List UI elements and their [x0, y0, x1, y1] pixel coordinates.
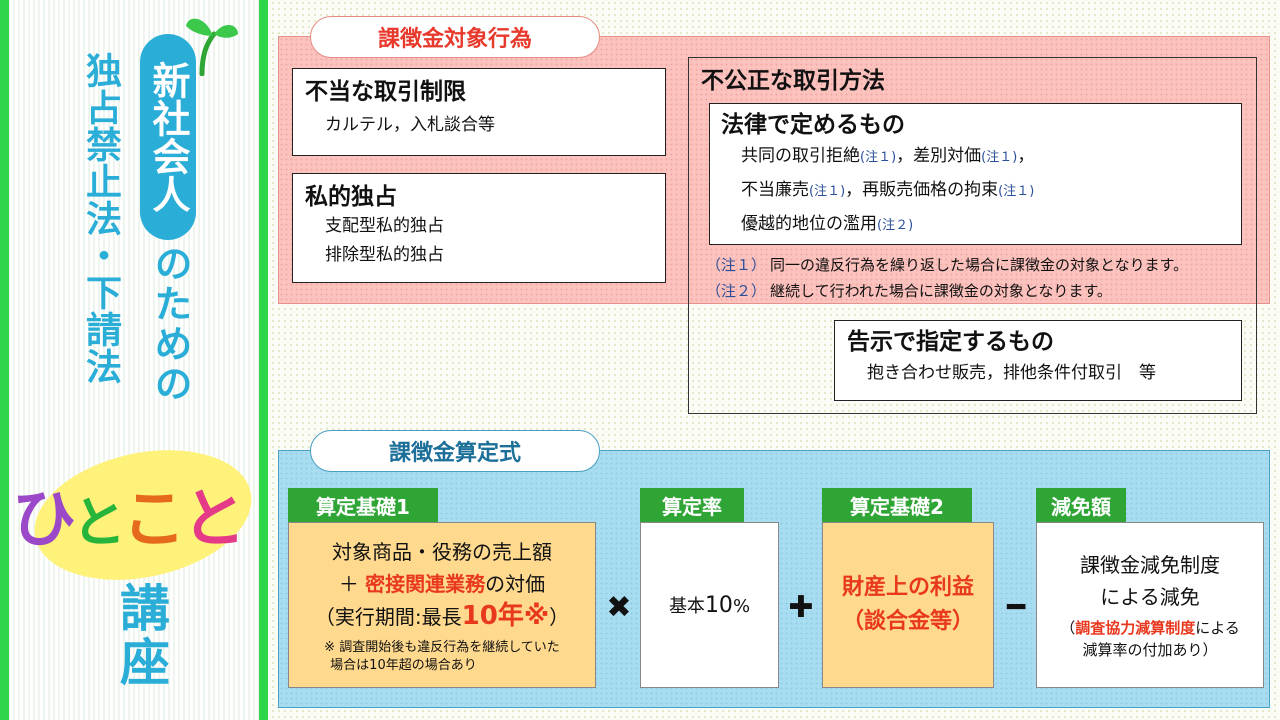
private-monopoly-line-1: 支配型私的独占 [325, 216, 444, 236]
discrimination-text: ，差別対価 [896, 146, 982, 166]
reduction-line-2: による減免 [1100, 585, 1200, 609]
calc-base-1-note-1: ※ 調査開始後も違反行為を継続していた [324, 639, 560, 655]
dumping-text: 不当廉売 [741, 180, 809, 200]
by-text: による [1195, 619, 1240, 637]
banner-for-text: のための [148, 244, 192, 404]
hitokoto-char-1: ひ [12, 483, 76, 557]
private-monopoly-heading: 私的独占 [305, 184, 397, 210]
banner-edge-right [259, 0, 268, 720]
plus-icon: ✚ [788, 590, 814, 625]
refusal-text: 共同の取引拒絶 [741, 146, 860, 166]
note-ref: (注１) [860, 150, 897, 165]
reduction-sub-line-1: （調査協力減算制度による [1060, 617, 1240, 639]
unreasonable-restraint-box: 不当な取引制限 カルテル，入札談合等 [292, 68, 666, 156]
calc-base-1-note-2: 場合は10年超の場合あり [330, 657, 477, 673]
hitokoto-char-2: と [72, 491, 126, 554]
surcharge-formula-tab: 課徴金算定式 [310, 430, 600, 472]
note-ref: (注１) [981, 150, 1018, 165]
note-ref: (注１) [998, 184, 1035, 199]
abuse-text: 優越的地位の濫用 [741, 214, 877, 234]
statutory-heading: 法律で定めるもの [721, 112, 905, 138]
private-monopoly-line-2: 排除型私的独占 [325, 245, 444, 265]
statutory-line-1: 共同の取引拒絶(注１)，差別対価(注１)， [741, 140, 1230, 174]
private-monopoly-box: 私的独占 支配型私的独占 排除型私的独占 [292, 173, 666, 283]
cooperation-system-text: 調査協力減算制度 [1075, 619, 1196, 637]
note-2-text: 継続して行われた場合に課徴金の対象となります。 [770, 282, 1112, 300]
notification-heading: 告示で指定するもの [847, 329, 1054, 355]
yellow-blob-shape [34, 450, 252, 580]
note-1-num: （注１） [706, 256, 767, 274]
paren-open-text: （ [1060, 619, 1076, 637]
unreasonable-restraint-text: カルテル，入札談合等 [325, 115, 495, 135]
note-ref: (注２) [877, 218, 914, 233]
note-1: （注１）同一の違反行為を繰り返した場合に課徴金の対象となります。 [706, 252, 1188, 278]
hitokoto-char-3: こ [122, 483, 186, 557]
paren-close-text: ） [549, 604, 570, 629]
minus-icon: ━ [1006, 590, 1026, 625]
calc-base-2-line-1: 財産上の利益 [841, 575, 974, 600]
calc-base-2-cell: 財産上の利益 （談合金等） [822, 522, 994, 688]
plus-text: ＋ [338, 571, 366, 596]
surcharge-target-tab: 課徴金対象行為 [310, 16, 600, 58]
rate-number: 10 [704, 593, 733, 618]
reduction-line-1: 課徴金減免制度 [1080, 553, 1220, 577]
banner-pill-title: 新社会人 [140, 34, 196, 240]
basic-text: 基本 [668, 596, 705, 617]
reduction-sub-line-2: 減算率の付加あり） [1082, 641, 1218, 659]
reduction-cell: 課徴金減免制度 による減免 （調査協力減算制度による 減算率の付加あり） [1036, 522, 1264, 688]
calc-base-1-cell: 対象商品・役務の売上額 ＋ 密接関連業務の対価 （実行期間:最長10年※） ※ … [288, 522, 596, 688]
unfair-trade-heading: 不公正な取引方法 [701, 68, 885, 94]
reduction-label: 減免額 [1036, 488, 1126, 522]
sprout-icon [186, 18, 238, 76]
calc-base-2-line-2: （談合金等） [841, 609, 974, 634]
calc-rate-label: 算定率 [640, 488, 744, 522]
calc-rate-cell: 基本10% [640, 522, 779, 688]
calc-base-2-label: 算定基礎2 [822, 488, 972, 522]
hitokoto-logo: ひとこと [12, 470, 262, 570]
notification-box: 告示で指定するもの 抱き合わせ販売，排他条件付取引 等 [834, 320, 1242, 401]
banner-law-title: 独占禁止法・下請法 [80, 52, 121, 385]
multiply-icon: ✖ [606, 590, 632, 625]
note-1-text: 同一の違反行為を繰り返した場合に課徴金の対象となります。 [770, 256, 1189, 274]
unreasonable-restraint-heading: 不当な取引制限 [305, 79, 466, 105]
consideration-text: の対価 [485, 571, 546, 596]
banner-edge-left [0, 0, 9, 720]
percent-text: % [732, 596, 751, 617]
notes-block: （注１）同一の違反行為を繰り返した場合に課徴金の対象となります。 （注２）継続し… [706, 252, 1188, 304]
ten-years-text: 10年※ [461, 600, 550, 631]
statutory-line-2: 不当廉売(注１)，再販売価格の拘束(注１) [741, 174, 1230, 208]
calc-base-1-note: ※ 調査開始後も違反行為を継続していた 場合は10年超の場合あり [324, 639, 560, 675]
comma-text: ， [1017, 146, 1035, 166]
note-2-num: （注２） [706, 282, 767, 300]
calc-base-1-line-3: （実行期間:最長10年※） [315, 600, 569, 633]
notification-text: 抱き合わせ販売，排他条件付取引 等 [867, 363, 1156, 383]
hitokoto-char-4: と [182, 483, 246, 557]
unfair-trade-box: 不公正な取引方法 [688, 57, 1257, 414]
calc-base-1-label: 算定基礎1 [288, 488, 438, 522]
calc-base-1-line-1: 対象商品・役務の売上額 [332, 539, 552, 564]
statutory-box: 法律で定めるもの 共同の取引拒絶(注１)，差別対価(注１)， 不当廉売(注１)，… [709, 103, 1242, 245]
resale-text: ，再販売価格の拘束 [845, 180, 999, 200]
related-business-text: 密接関連業務 [365, 571, 486, 596]
calc-base-1-line-2: ＋ 密接関連業務の対価 [339, 568, 545, 600]
note-ref: (注１) [809, 184, 846, 199]
banner-course-text: 講座 [112, 582, 170, 690]
note-2: （注２）継続して行われた場合に課徴金の対象となります。 [706, 278, 1188, 304]
statutory-line-3: 優越的地位の濫用(注２) [741, 208, 1230, 242]
calc-rate-value: 基本10% [669, 592, 750, 618]
side-banner: 新社会人 独占禁止法・下請法 のための ひとこと 講座 [0, 0, 268, 720]
period-text: （実行期間:最長 [314, 604, 462, 629]
